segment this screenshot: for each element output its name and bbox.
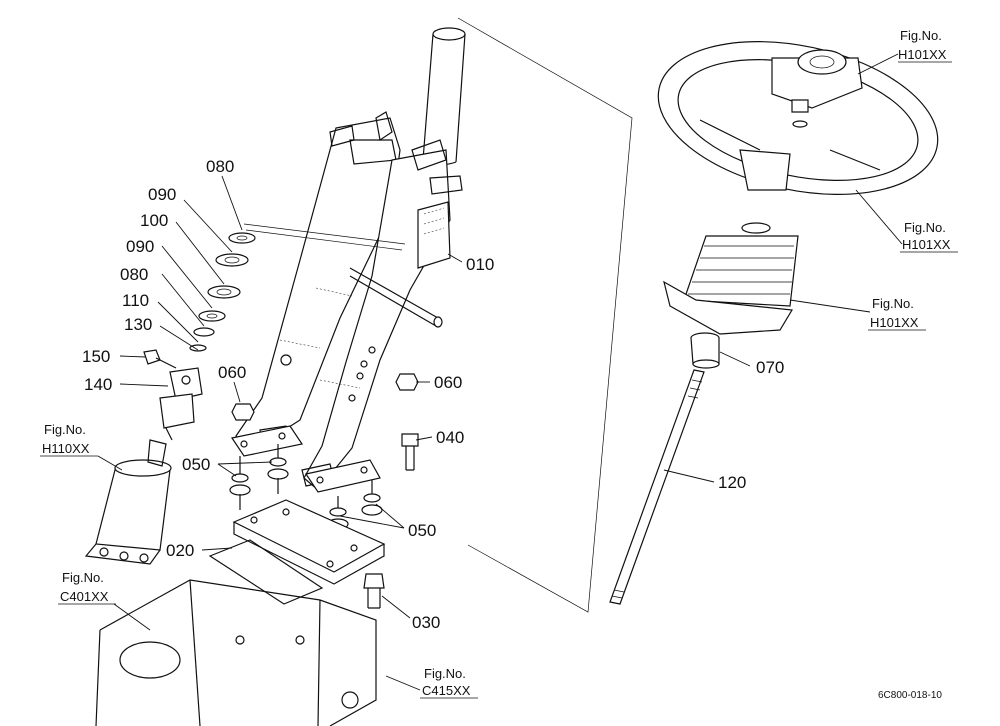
part-label-070: 070 bbox=[756, 358, 784, 377]
bolt-150 bbox=[143, 349, 177, 369]
leader-lines bbox=[97, 53, 903, 691]
part-label-060-right: 060 bbox=[434, 373, 462, 392]
figure-ref-housing: Fig.No. C415XX bbox=[422, 666, 471, 698]
svg-text:Fig.No.: Fig.No. bbox=[424, 666, 466, 681]
figure-ref-steering-valve: Fig.No. H110XX bbox=[42, 422, 90, 456]
svg-text:Fig.No.: Fig.No. bbox=[904, 220, 946, 235]
bearing-stack bbox=[189, 223, 406, 352]
svg-text:Fig.No.: Fig.No. bbox=[44, 422, 86, 437]
part-label-090-top: 090 bbox=[148, 185, 176, 204]
part-label-120: 120 bbox=[718, 473, 746, 492]
bolt-030 bbox=[363, 573, 385, 609]
part-label-130: 130 bbox=[124, 315, 152, 334]
part-label-150: 150 bbox=[82, 347, 110, 366]
svg-text:C415XX: C415XX bbox=[422, 683, 471, 698]
part-label-020: 020 bbox=[166, 541, 194, 560]
part-label-050-right: 050 bbox=[408, 521, 436, 540]
base-plate-020 bbox=[208, 499, 386, 605]
figure-ref-transmission: Fig.No. C401XX bbox=[60, 570, 109, 604]
part-label-010: 010 bbox=[466, 255, 494, 274]
svg-text:Fig.No.: Fig.No. bbox=[62, 570, 104, 585]
bushing-070 bbox=[690, 332, 720, 369]
svg-text:H110XX: H110XX bbox=[42, 441, 90, 456]
nut-060-left bbox=[231, 403, 255, 421]
part-label-110: 110 bbox=[122, 291, 149, 310]
figure-ref-steering-wheel-rim: Fig.No. H101XX bbox=[902, 220, 951, 252]
part-label-080-bottom: 080 bbox=[120, 265, 148, 284]
steering-shaft-120 bbox=[609, 369, 705, 605]
svg-text:H101XX: H101XX bbox=[902, 237, 951, 252]
mounting-feet bbox=[231, 425, 381, 493]
bolt-040 bbox=[401, 433, 419, 471]
svg-text:H101XX: H101XX bbox=[870, 315, 919, 330]
shaft-group-frame bbox=[457, 17, 633, 613]
steering-valve bbox=[84, 439, 172, 565]
document-code: 6C800-018-10 bbox=[878, 690, 942, 701]
svg-text:Fig.No.: Fig.No. bbox=[900, 28, 942, 43]
part-label-040: 040 bbox=[436, 428, 464, 447]
part-label-140: 140 bbox=[84, 375, 112, 394]
universal-joint-140 bbox=[159, 367, 203, 441]
part-label-030: 030 bbox=[412, 613, 440, 632]
part-label-090-bottom: 090 bbox=[126, 237, 154, 256]
part-label-080-top: 080 bbox=[206, 157, 234, 176]
svg-text:H101XX: H101XX bbox=[898, 47, 947, 62]
svg-text:Fig.No.: Fig.No. bbox=[872, 296, 914, 311]
nut-060-right bbox=[395, 373, 419, 391]
figure-ref-steering-wheel-top: Fig.No. H101XX bbox=[898, 28, 947, 62]
ref-underlines bbox=[40, 61, 958, 699]
steering-wheel bbox=[657, 41, 939, 195]
part-label-050-left: 050 bbox=[182, 455, 210, 474]
figure-ref-boot: Fig.No. H101XX bbox=[870, 296, 919, 330]
transmission-housing bbox=[95, 579, 377, 726]
steering-boot bbox=[663, 222, 799, 335]
svg-text:C401XX: C401XX bbox=[60, 589, 109, 604]
part-label-100: 100 bbox=[140, 211, 168, 230]
part-label-060-left: 060 bbox=[218, 363, 246, 382]
